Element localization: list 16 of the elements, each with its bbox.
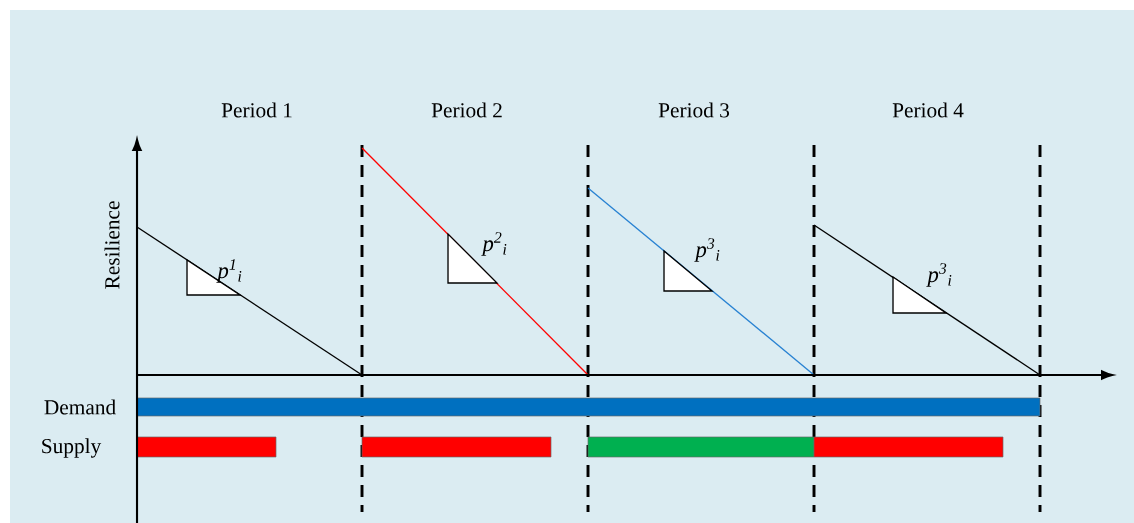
demand-bar (136, 397, 1041, 417)
supply-bar (587, 436, 815, 458)
slope-label: p$^{1}$i (216, 259, 242, 283)
supply-bar (136, 436, 277, 458)
supply-bar (813, 436, 1004, 458)
period-label: Period 3 (658, 102, 729, 118)
row-label: Supply (42, 438, 102, 458)
slope-label: p$^{3}$i (694, 238, 720, 262)
period-label: Period 1 (221, 102, 292, 118)
axis-label: Resilience (104, 201, 120, 289)
period-label: Period 4 (892, 102, 964, 118)
slope-label: p$^{3}$i (926, 263, 952, 287)
slope-label: p$^{2}$i (481, 232, 507, 256)
row-label: Demand (44, 399, 116, 415)
supply-bar (361, 436, 552, 458)
period-label: Period 2 (431, 102, 502, 118)
